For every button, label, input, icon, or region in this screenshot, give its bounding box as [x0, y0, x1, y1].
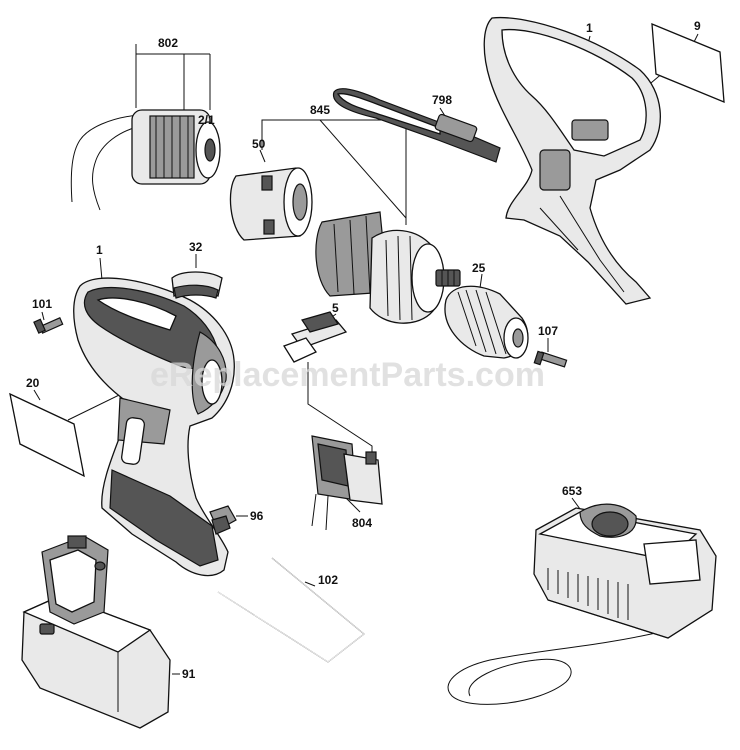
switch-804: [311, 435, 383, 531]
label-802: 802: [158, 36, 178, 50]
label-804: 804: [352, 516, 372, 530]
screw-107: [533, 350, 568, 368]
label-32: 32: [189, 240, 203, 254]
watermark-text: eReplacementParts.com: [150, 356, 545, 394]
charger-vents: [547, 568, 629, 620]
battery-pack-91: [21, 535, 171, 729]
motor-802: [70, 109, 221, 211]
gear-ring-50: [229, 167, 313, 241]
housing-half-1-top: [483, 16, 661, 305]
label-96: 96: [250, 509, 264, 523]
label-5: 5: [332, 301, 339, 315]
label-102: 102: [318, 573, 338, 587]
label-101: 101: [32, 297, 52, 311]
switch-slider-5: [283, 311, 348, 363]
gearbox-845: [315, 211, 461, 324]
label-798: 798: [432, 93, 452, 107]
nameplate-20: [9, 392, 85, 478]
label-653: 653: [562, 484, 582, 498]
label-845: 845: [310, 103, 330, 117]
label-9: 9: [694, 19, 701, 33]
label-1-left: 1: [96, 243, 103, 257]
label-91: 91: [182, 667, 196, 681]
label-2-1: 2/1: [198, 113, 215, 127]
strap-798: [332, 88, 501, 163]
slide-32: [171, 271, 223, 299]
label-25: 25: [472, 261, 486, 275]
label-1-top: 1: [586, 21, 593, 35]
part-labels: 802 2/1 845 50 798 1 9 1 32 101 5 25 107…: [26, 19, 701, 681]
chuck-sleeve-25: [444, 285, 529, 359]
label-plate-9: [651, 22, 725, 104]
label-20: 20: [26, 376, 40, 390]
housing-half-1-left: [73, 277, 235, 577]
label-50: 50: [252, 137, 266, 151]
clip-96: [209, 505, 237, 535]
charger-653: [447, 503, 717, 705]
label-107: 107: [538, 324, 558, 338]
screw-101: [33, 316, 64, 334]
hex-key-102: [217, 557, 365, 663]
